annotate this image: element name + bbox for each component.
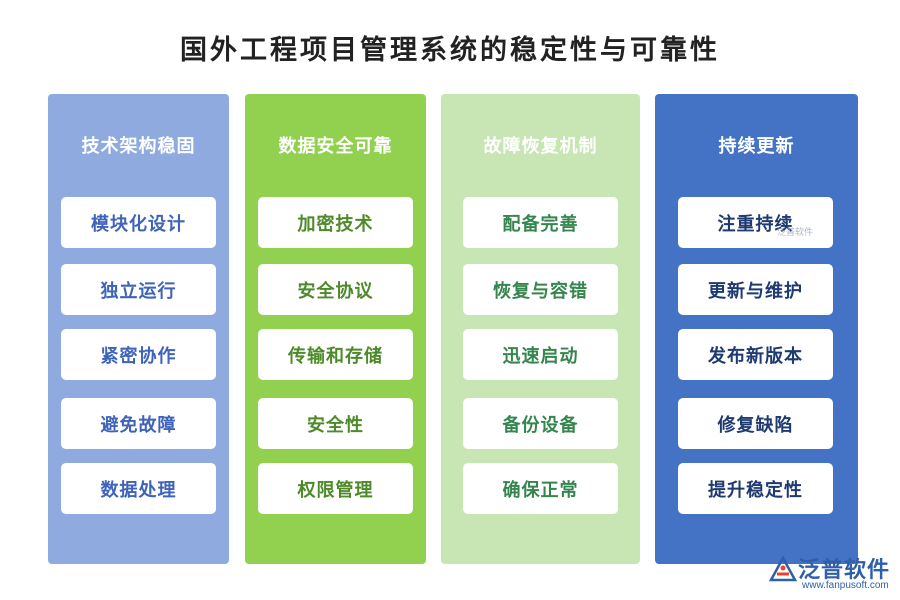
list-item: 恢复与容错 <box>463 264 618 315</box>
list-item: 安全性 <box>258 398 413 449</box>
list-item: 权限管理 <box>258 463 413 514</box>
list-item: 紧密协作 <box>61 329 216 380</box>
list-item: 避免故障 <box>61 398 216 449</box>
list-item: 独立运行 <box>61 264 216 315</box>
column-data-security: 数据安全可靠 加密技术 安全协议 传输和存储 安全性 权限管理 <box>245 94 426 564</box>
list-item: 发布新版本 <box>678 329 833 380</box>
list-item: 备份设备 <box>463 398 618 449</box>
list-item: 提升稳定性 <box>678 463 833 514</box>
brand-logo: 泛普软件 www.fanpusoft.com <box>768 552 893 594</box>
list-item: 迅速启动 <box>463 329 618 380</box>
column-header: 故障恢复机制 <box>483 136 598 157</box>
logo-url: www.fanpusoft.com <box>802 580 889 591</box>
column-tech-architecture: 技术架构稳固 模块化设计 独立运行 紧密协作 避免故障 数据处理 <box>48 94 229 564</box>
watermark-text: 泛普软件 <box>777 228 814 238</box>
page-title: 国外工程项目管理系统的稳定性与可靠性 <box>180 35 720 66</box>
list-item: 确保正常 <box>463 463 618 514</box>
fanpu-logo-icon <box>768 555 798 582</box>
list-item: 配备完善 <box>463 197 618 248</box>
column-header: 持续更新 <box>718 136 795 157</box>
logo-name: 泛普软件 <box>798 558 891 583</box>
column-fault-recovery: 故障恢复机制 配备完善 恢复与容错 迅速启动 备份设备 确保正常 <box>441 94 640 564</box>
list-item: 传输和存储 <box>258 329 413 380</box>
list-item: 安全协议 <box>258 264 413 315</box>
list-item: 数据处理 <box>61 463 216 514</box>
list-item: 加密技术 <box>258 197 413 248</box>
column-continuous-update: 持续更新 注重持续 更新与维护 发布新版本 修复缺陷 提升稳定性 <box>655 94 858 564</box>
column-header: 技术架构稳固 <box>81 136 196 157</box>
column-header: 数据安全可靠 <box>278 136 393 157</box>
list-item: 注重持续 <box>678 197 833 248</box>
list-item: 模块化设计 <box>61 197 216 248</box>
list-item: 修复缺陷 <box>678 398 833 449</box>
list-item: 更新与维护 <box>678 264 833 315</box>
